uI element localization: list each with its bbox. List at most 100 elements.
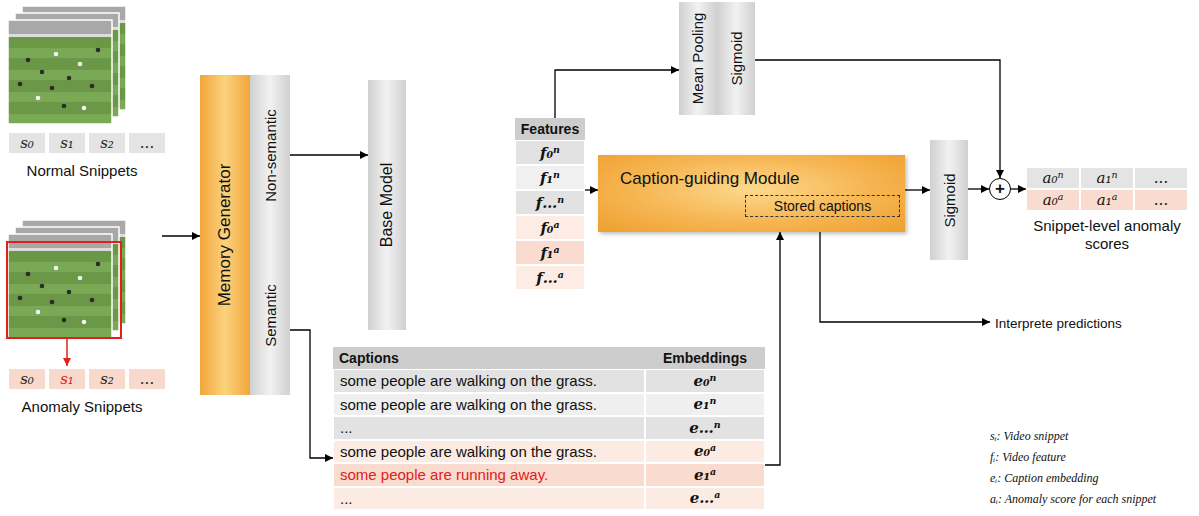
notation-note: fᵢ: Video feature xyxy=(990,446,1195,468)
stored-captions-box: Stored captions xyxy=(745,195,900,217)
memory-part: Non-semantic xyxy=(250,75,290,235)
label-text: Interprete predictions xyxy=(995,316,1122,331)
label-text: s₀ xyxy=(20,134,34,152)
sigmoid-box: Sigmoid xyxy=(717,2,755,115)
frame-border xyxy=(8,20,112,124)
label-text: some people are walking on the grass. xyxy=(340,372,597,389)
label-text: ... xyxy=(340,419,353,436)
sum-circle: + xyxy=(989,178,1011,200)
box-title: Sigmoid xyxy=(941,173,958,227)
box-title: Semantic xyxy=(262,284,279,347)
flow-arrow xyxy=(290,330,333,458)
flow-arrow xyxy=(555,70,679,118)
label-text: ... xyxy=(1154,169,1168,187)
label-text: f₀ⁿ xyxy=(540,144,560,162)
score-cell: a₁ⁿ xyxy=(1080,167,1134,189)
caption-cell: some people are walking on the grass. xyxy=(333,393,645,417)
label-text: f₀ᵃ xyxy=(540,219,559,237)
label-text: e₀ᵃ xyxy=(694,442,716,460)
box-title: Mean Pooling xyxy=(690,13,707,105)
label-text: a₀ⁿ xyxy=(1042,169,1063,187)
label-text: ... xyxy=(1154,191,1168,209)
label-text: f₁ᵃ xyxy=(540,244,559,262)
caption-cell: ... xyxy=(333,487,645,511)
table-caption: Snippet-level anomaly scores xyxy=(1026,217,1188,253)
label-text: e…ⁿ xyxy=(689,419,720,437)
notation-note: eᵢ: Caption embedding xyxy=(990,467,1195,489)
feature-cell: f₀ⁿ xyxy=(515,140,585,165)
notation-note: sᵢ: Video snippet xyxy=(990,425,1195,447)
snippet-cell: s₁ xyxy=(48,368,86,390)
memory-part: Semantic xyxy=(250,235,290,395)
feature-cell: f₀ᵃ xyxy=(515,215,585,240)
label-text: e…ᵃ xyxy=(690,489,721,507)
module-title: Caption-guiding Module xyxy=(620,169,800,189)
flow-arrow xyxy=(765,232,780,465)
label-text: some people are running away. xyxy=(340,466,548,483)
caption-cell: some people are walking on the grass. xyxy=(333,440,645,464)
table-header: Features xyxy=(521,118,579,140)
flow-arrow xyxy=(585,189,598,190)
label-text: s₁ xyxy=(60,370,74,388)
feature-cell: f…ⁿ xyxy=(515,190,585,215)
label-text: ... xyxy=(340,490,353,507)
score-cell: a₀ᵃ xyxy=(1026,189,1080,211)
normal-video-frames xyxy=(8,6,126,124)
anomaly-video-frames xyxy=(7,220,126,366)
label-text: aᵢ: Anomaly score for each snippet xyxy=(990,492,1156,507)
label-text: f…ᵃ xyxy=(536,269,564,287)
label-text: some people are walking on the grass. xyxy=(340,396,597,413)
caption-cell: some people are walking on the grass. xyxy=(333,369,645,393)
feature-cell: f₁ᵃ xyxy=(515,240,585,265)
table-header: Captions xyxy=(333,347,645,369)
label-text: ... xyxy=(140,370,154,388)
snippet-cell: ... xyxy=(128,368,166,390)
label-text: s₂ xyxy=(100,134,114,152)
embedding-cell: e₁ⁿ xyxy=(645,393,765,417)
label-text: Anomaly Snippets xyxy=(22,398,143,415)
embedding-cell: e…ᵃ xyxy=(645,487,765,511)
label-text: some people are walking on the grass. xyxy=(340,443,597,460)
label-text: f…ⁿ xyxy=(536,194,564,212)
label-text: eᵢ: Caption embedding xyxy=(990,471,1099,486)
snippet-cell: ... xyxy=(128,132,166,154)
score-cell: a₀ⁿ xyxy=(1026,167,1080,189)
video-frame xyxy=(8,20,112,124)
label-text: s₀ xyxy=(20,370,34,388)
snippet-cell: s₀ xyxy=(8,132,46,154)
box-title: Memory Generator xyxy=(215,164,235,307)
notation-note: aᵢ: Anomaly score for each snippet xyxy=(990,488,1195,510)
video-frame xyxy=(8,234,112,338)
group-caption: Normal Snippets xyxy=(4,158,160,182)
box-title: Sigmoid xyxy=(728,31,745,85)
snippet-cell: s₀ xyxy=(8,368,46,390)
score-cell: a₁ᵃ xyxy=(1080,189,1134,211)
pooling-box: Mean Pooling xyxy=(679,2,717,115)
label-text: sᵢ: Video snippet xyxy=(990,429,1068,444)
sum-sign: + xyxy=(995,181,1005,197)
input-arrow xyxy=(162,235,200,236)
label-text: e₁ᵃ xyxy=(694,466,716,484)
anomaly-pointer xyxy=(66,339,68,366)
embedding-cell: e…ⁿ xyxy=(645,416,765,440)
feature-cell: f₁ⁿ xyxy=(515,165,585,190)
memory-generator: Memory Generator xyxy=(200,75,250,395)
embedding-cell: e₁ᵃ xyxy=(645,463,765,487)
box-title: Non-semantic xyxy=(262,109,279,202)
output-note: Interprete predictions xyxy=(995,311,1191,335)
flow-arrow xyxy=(290,154,368,155)
frame-border xyxy=(8,234,112,338)
feature-cell: f…ᵃ xyxy=(515,265,585,290)
table-header: Embeddings xyxy=(645,347,765,369)
label-text: a₁ᵃ xyxy=(1097,191,1118,209)
sigmoid-box: Sigmoid xyxy=(930,140,968,260)
box-title: Base Model xyxy=(378,163,396,248)
snippet-cell: s₁ xyxy=(48,132,86,154)
label-text: e₁ⁿ xyxy=(694,395,717,413)
base-model: Base Model xyxy=(368,80,406,330)
flow-arrow xyxy=(905,189,930,190)
label-text: Normal Snippets xyxy=(27,162,138,179)
group-caption: Anomaly Snippets xyxy=(4,394,160,418)
